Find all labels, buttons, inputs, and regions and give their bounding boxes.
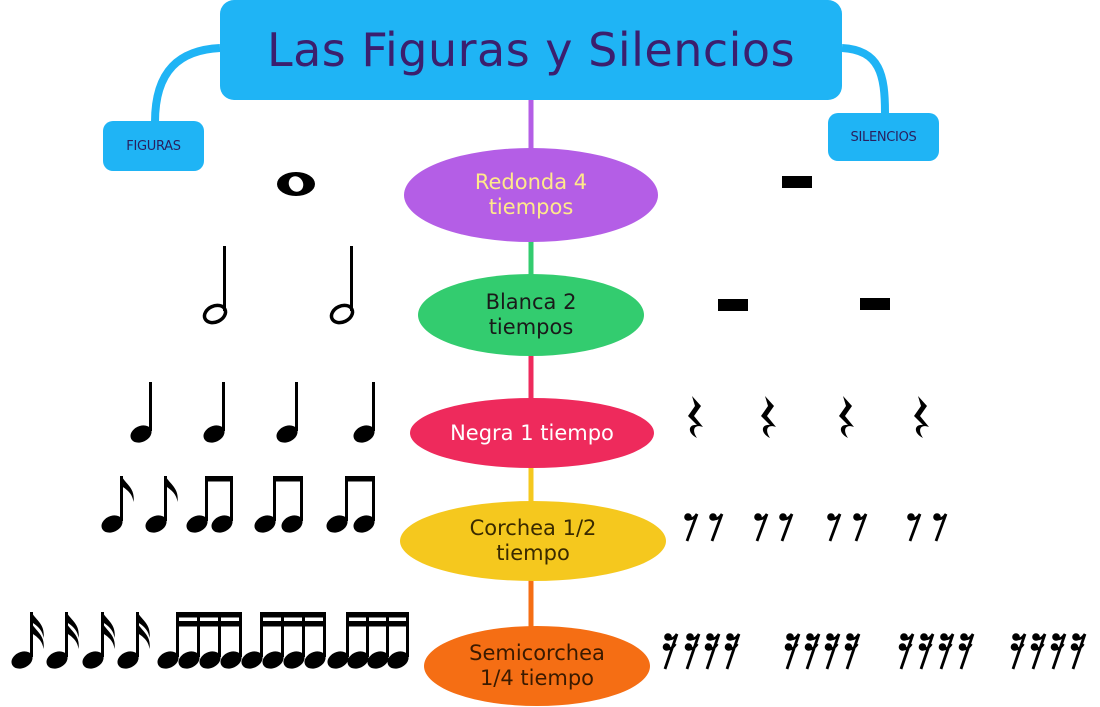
rest-semicorchea (662, 633, 679, 670)
figuras-label: FIGURAS (126, 138, 181, 154)
rest-blanca (718, 299, 748, 311)
figure-semicorchea (11, 612, 44, 669)
rest-blanca (860, 298, 890, 310)
node-semicorchea: Semicorchea 1/4 tiempo (424, 626, 650, 706)
node-negra: Negra 1 tiempo (410, 398, 654, 468)
figure-blanca (202, 246, 228, 325)
rest-semicorchea (784, 633, 801, 670)
figure-negra (276, 382, 298, 443)
rest-negra (688, 396, 703, 438)
rest-semicorchea (918, 633, 935, 670)
rest-semicorchea (1030, 633, 1047, 670)
figure-negra (353, 382, 375, 443)
node-blanca: Blanca 2 tiempos (418, 274, 644, 356)
figure-semicorchea-group (327, 612, 409, 669)
silencios-label-box: SILENCIOS (828, 113, 939, 161)
figure-corchea-pair (186, 476, 233, 533)
figure-negra (130, 382, 152, 443)
figure-blanca (329, 246, 355, 325)
rest-semicorchea (704, 633, 721, 670)
figure-corchea (101, 476, 134, 533)
figure-negra (203, 382, 225, 443)
music-rests (662, 176, 1087, 670)
figure-redonda (277, 172, 315, 196)
rest-corchea (709, 513, 724, 542)
node-redonda: Redonda 4 tiempos (404, 148, 658, 242)
rest-corchea (907, 513, 922, 542)
rest-semicorchea (1010, 633, 1027, 670)
figure-semicorchea (117, 612, 150, 669)
rest-semicorchea (938, 633, 955, 670)
rest-redonda (782, 176, 812, 188)
rest-corchea (827, 513, 842, 542)
page-title: Las Figuras y Silencios (266, 23, 796, 77)
rest-corchea (779, 513, 794, 542)
node-label-negra: Negra 1 tiempo (450, 420, 614, 445)
figure-semicorchea-group (157, 612, 242, 669)
node-corchea: Corchea 1/2 tiempo (400, 501, 666, 581)
figure-corchea-pair (326, 476, 375, 533)
title-box: Las Figuras y Silencios (220, 0, 842, 100)
rest-negra (914, 396, 929, 438)
rest-negra (761, 396, 776, 438)
node-label-corchea: Corchea 1/2 tiempo (469, 516, 597, 565)
rest-semicorchea (1070, 633, 1087, 670)
silencios-label: SILENCIOS (850, 129, 917, 145)
node-label-redonda: Redonda 4 tiempos (474, 170, 588, 219)
rest-semicorchea (804, 633, 821, 670)
rest-semicorchea (844, 633, 861, 670)
right-branch-connector (841, 44, 889, 114)
rest-corchea (933, 513, 948, 542)
rest-corchea (754, 513, 769, 542)
music-figures (11, 172, 409, 669)
rest-semicorchea (724, 633, 741, 670)
rest-semicorchea (824, 633, 841, 670)
rest-semicorchea (684, 633, 701, 670)
rest-negra (839, 396, 854, 438)
rest-semicorchea (898, 633, 915, 670)
node-label-semicorchea: Semicorchea 1/4 tiempo (469, 641, 605, 690)
node-label-blanca: Blanca 2 tiempos (485, 290, 577, 339)
figure-semicorchea-group (241, 612, 326, 669)
figure-corchea-pair (254, 476, 303, 533)
rest-corchea (853, 513, 868, 542)
rest-semicorchea (1050, 633, 1067, 670)
left-branch-connector (151, 44, 221, 123)
figure-semicorchea (82, 612, 115, 669)
figure-semicorchea (46, 612, 79, 669)
rest-semicorchea (958, 633, 975, 670)
figure-corchea (145, 476, 178, 533)
figuras-label-box: FIGURAS (103, 121, 204, 171)
rest-corchea (684, 513, 699, 542)
